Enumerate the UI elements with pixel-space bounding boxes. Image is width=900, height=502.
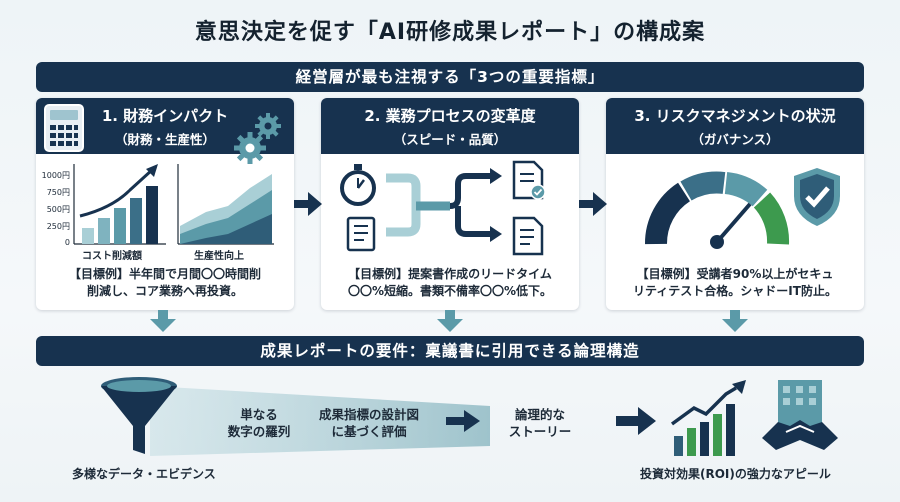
document-approved-icon [512,160,546,200]
flow-step: 論理的な ストーリー [490,406,590,440]
arrow-down-icon [150,310,176,332]
flow-step-line: 成果指標の設計図 [318,407,419,422]
process-flow-graphic [340,160,546,256]
card-title: 1. 財務インパクト [101,107,229,125]
flow-band [150,386,490,456]
flow-step-line: 数字の羅列 [227,424,291,439]
page-title: 意思決定を促す「AI研修成果レポート」の構成案 [194,20,706,45]
chart-label: 生産性向上 [194,251,244,262]
flow-step-line: 論理的な [514,407,565,422]
bar [82,228,94,244]
card-subtitle: （ガバナンス） [691,132,779,147]
calculator-icon [44,104,84,152]
bottom-banner: 成果レポートの要件：稟議書に引用できる論理構造 [36,336,864,366]
bar [146,186,158,244]
arrow-right-icon [294,192,322,216]
arrow-right-icon [616,407,656,435]
card-subtitle: （財務・生産性） [114,132,215,147]
card-header: 3. リスクマネジメントの状況 （ガバナンス） [606,98,864,154]
axis-tick: 0 [64,238,70,247]
card-example: 【目標例】半年間で月間〇〇時間削 削減し、コア業務へ再投資。 [36,266,294,300]
example-line: 【目標例】受講者90%以上がセキュ [636,267,834,281]
card-title: 2. 業務プロセスの変革度 [364,107,536,125]
arrow-down-icon [722,310,748,332]
example-line: リティテスト合格。シャドーIT防止。 [633,284,837,298]
example-line: 〇〇%短縮。書類不備率〇〇%低下。 [347,284,553,298]
funnel-icon [101,377,177,454]
bar [98,218,110,244]
stopwatch-icon [340,164,376,206]
axis-tick: 750円 [46,188,70,197]
bar [114,208,126,244]
axis-tick: 1000円 [41,171,70,180]
document-checklist-icon [346,216,376,252]
cost-reduction-chart [73,164,166,245]
flow-result-label: 投資対効果(ROI)の強力なアピール [640,467,831,481]
example-line: 【目標例】半年間で月間〇〇時間削 [68,267,261,281]
gear-icon [234,113,281,164]
chart-label: コスト削減額 [82,251,142,262]
example-line: 削減し、コア業務へ再投資。 [86,284,243,298]
flow-step-line: 単なる [240,407,278,422]
growth-chart-icon [670,380,746,456]
flow-step-line: に基づく評価 [331,424,407,439]
productivity-chart [177,164,274,245]
arrow-down-icon [437,310,463,332]
arrow-right-icon [446,410,480,432]
shield-check-icon [794,168,840,226]
axis-tick: 500円 [46,205,70,214]
flow-step: 成果指標の設計図 に基づく評価 [304,406,434,440]
card-title: 3. リスクマネジメントの状況 [634,107,836,125]
document-icon [512,216,544,256]
card-subtitle: （スピード・品質） [393,132,507,147]
flow-step: 単なる 数字の羅列 [214,406,304,440]
arrow-right-icon [579,192,607,216]
axis-tick: 250円 [46,222,70,231]
top-banner: 経営層が最も注視する「3つの重要指標」 [36,62,864,92]
example-line: 【目標例】提案書作成のリードタイム [348,267,552,281]
card-risk-management: 3. リスクマネジメントの状況 （ガバナンス） 【目標例】受講者90%以上がセキ… [606,98,864,310]
card-example: 【目標例】受講者90%以上がセキュ リティテスト合格。シャドーIT防止。 [606,266,864,300]
bar [130,198,142,244]
risk-gauge [644,171,790,249]
card-example: 【目標例】提案書作成のリードタイム 〇〇%短縮。書類不備率〇〇%低下。 [321,266,579,300]
card-header: 2. 業務プロセスの変革度 （スピード・品質） [321,98,579,154]
handshake-building-icon [762,380,838,450]
flow-step-line: ストーリー [508,424,572,439]
flow-source-label: 多様なデータ・エビデンス [72,467,216,481]
